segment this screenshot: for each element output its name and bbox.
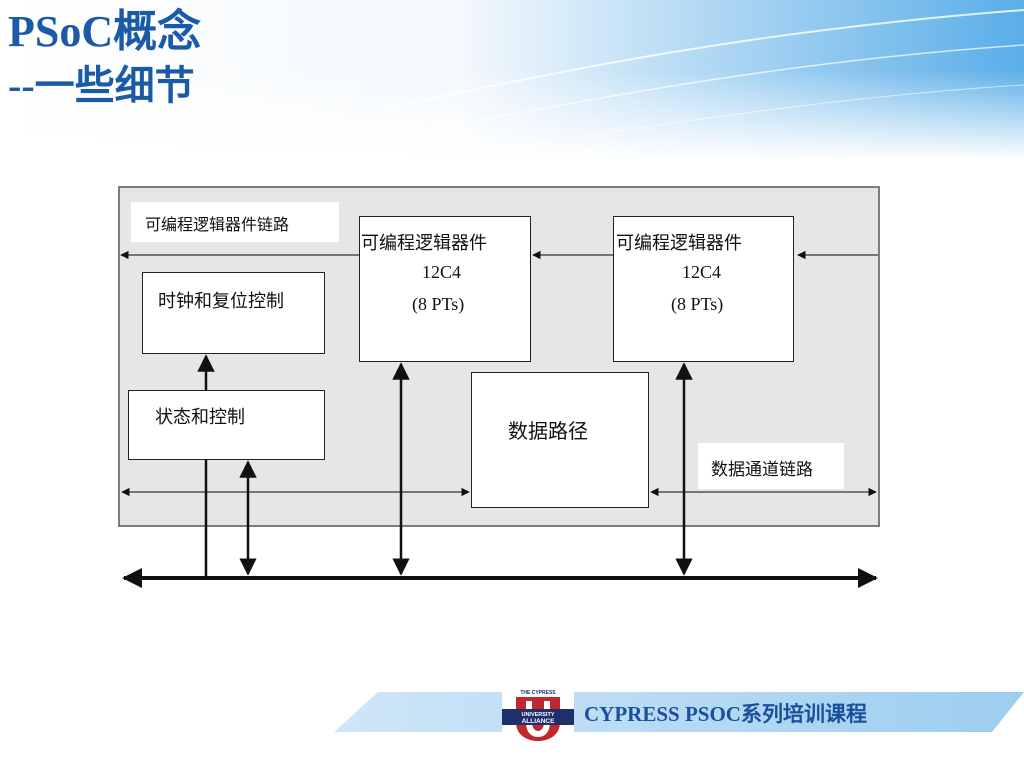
svg-text:THE CYPRESS: THE CYPRESS xyxy=(520,690,556,696)
pld1-name: 可编程逻辑器件 xyxy=(361,233,487,254)
pld2-part: 12C4 xyxy=(682,262,722,282)
status-control-box: 状态和控制 xyxy=(128,390,325,460)
clock-reset-label: 时钟和复位控制 xyxy=(158,291,284,312)
datapath-box: 数据路径 xyxy=(471,372,649,508)
pld2-name: 可编程逻辑器件 xyxy=(616,233,742,254)
pld-link-label: 可编程逻辑器件链路 xyxy=(145,215,290,234)
pld-box-1: 可编程逻辑器件 12C4 (8 PTs) xyxy=(359,216,531,362)
slide-title: PSoC概念 xyxy=(8,7,202,56)
pld1-part: 12C4 xyxy=(422,262,462,282)
status-control-label: 状态和控制 xyxy=(155,407,245,428)
datapath-link-label-box: 数据通道链路 xyxy=(698,443,844,489)
slide-subtitle: --一些细节 xyxy=(8,63,195,108)
pld1-pts: (8 PTs) xyxy=(412,294,465,314)
course-title: CYPRESS PSOC系列培训课程 xyxy=(584,702,867,726)
datapath-link-label: 数据通道链路 xyxy=(711,460,813,480)
svg-text:ALLIANCE: ALLIANCE xyxy=(522,718,556,725)
pld-box-2: 可编程逻辑器件 12C4 (8 PTs) xyxy=(613,216,794,362)
svg-text:UNIVERSITY: UNIVERSITY xyxy=(521,712,554,718)
clock-reset-box: 时钟和复位控制 xyxy=(142,272,325,354)
pld2-pts: (8 PTs) xyxy=(671,294,724,314)
pld-link-label-box: 可编程逻辑器件链路 xyxy=(131,202,339,242)
university-alliance-logo: THE CYPRESS UNIVERSITY ALLIANCE xyxy=(502,688,574,742)
datapath-label: 数据路径 xyxy=(508,419,588,443)
